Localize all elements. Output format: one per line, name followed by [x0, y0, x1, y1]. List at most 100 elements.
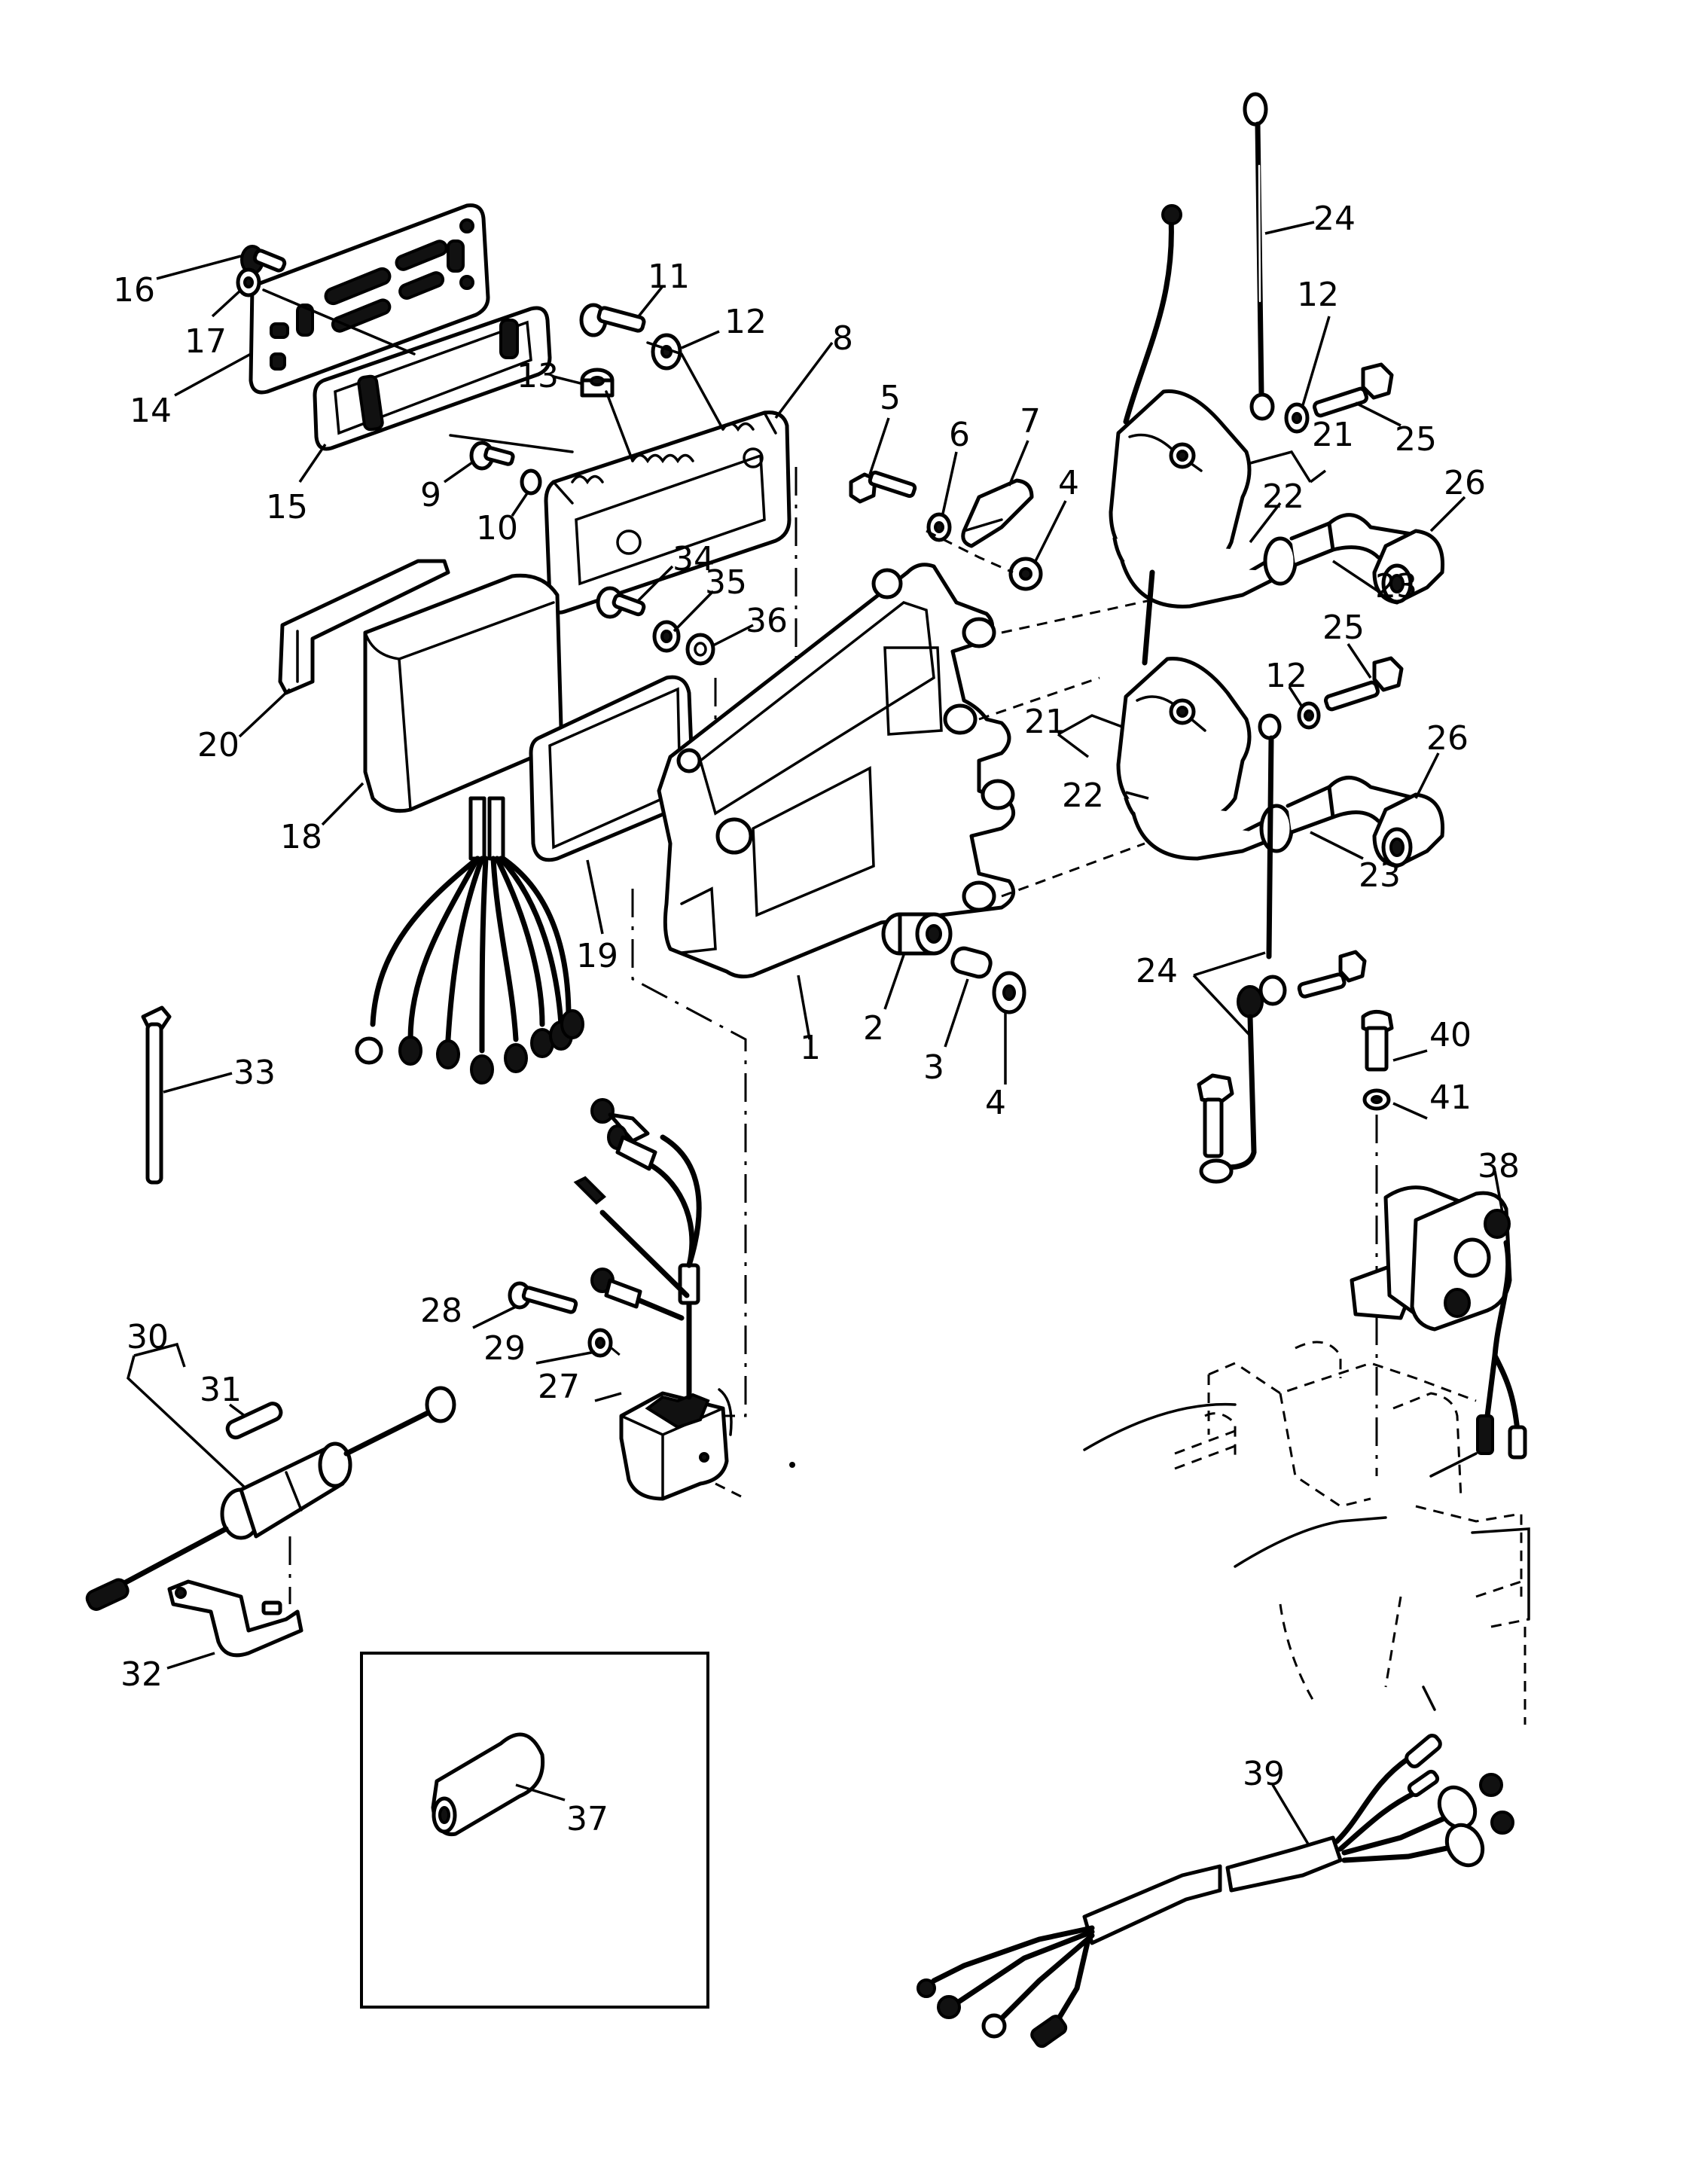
callout-5: 5	[880, 379, 901, 417]
lead-wire-24-upper	[1243, 92, 1275, 421]
leader-22b	[1125, 791, 1149, 800]
lead-wire-24-lower	[1199, 713, 1287, 1184]
leader-27	[594, 1392, 622, 1402]
callout-labels: 16 17 11 12 14 13 8 15 9 10 5 6 7 4 24 1…	[113, 200, 1520, 1838]
callout-15: 15	[266, 488, 308, 526]
grommet-2	[881, 912, 953, 956]
callout-37: 37	[566, 1800, 608, 1838]
holder-20	[278, 559, 450, 695]
callout-38: 38	[1478, 1147, 1520, 1185]
leader-40	[1392, 1049, 1428, 1062]
washer-12-mid	[1297, 701, 1321, 730]
callout-25: 25	[1395, 420, 1437, 459]
spark-plug-cap-26-upper	[1372, 529, 1445, 605]
speck	[789, 1462, 795, 1468]
callout-17: 17	[185, 322, 227, 361]
leader-11	[637, 285, 664, 318]
plug-lead-lower	[1124, 776, 1418, 861]
leader-32	[166, 1652, 215, 1670]
callout-4: 4	[1058, 464, 1079, 502]
bolt-40	[1361, 1010, 1394, 1072]
callout-22: 22	[1062, 776, 1104, 815]
bolt-28	[508, 1281, 578, 1314]
callout-12: 12	[1297, 276, 1339, 314]
washer-29	[587, 1328, 613, 1358]
leader-14	[174, 352, 252, 397]
leader-8	[774, 341, 834, 419]
leader-25b	[1347, 643, 1372, 679]
callout-39: 39	[1243, 1755, 1285, 1793]
callout-21: 21	[1312, 416, 1354, 454]
leader-21a	[1249, 450, 1327, 484]
callout-29: 29	[483, 1329, 526, 1368]
callout-32: 32	[120, 1655, 163, 1694]
bracket-1	[657, 563, 1016, 979]
callout-24: 24	[1136, 952, 1178, 990]
starter-relay-38	[1350, 1185, 1527, 1460]
leader-12	[681, 330, 720, 349]
washer-17	[236, 267, 261, 297]
cdi-terminals	[355, 1009, 584, 1085]
leader-29	[535, 1350, 596, 1365]
leader-36	[711, 624, 754, 648]
callout-41: 41	[1429, 1078, 1472, 1117]
washer-6	[926, 512, 952, 542]
callout-21: 21	[1024, 703, 1066, 741]
cap-37	[431, 1732, 545, 1837]
coil-lead-upper	[1123, 215, 1174, 425]
rectifier-wiring	[573, 1098, 702, 1400]
cdi-wiring	[370, 796, 572, 1054]
callout-27: 27	[538, 1368, 580, 1406]
screw-34	[596, 586, 646, 619]
leader-12c	[1288, 686, 1304, 709]
washer-10	[520, 468, 542, 496]
leader-7	[1008, 440, 1029, 487]
callout-26: 26	[1426, 719, 1469, 758]
bolt-25-mid	[1323, 656, 1404, 712]
leader-24a	[1264, 221, 1315, 235]
leader-18	[321, 782, 364, 826]
washer-41	[1362, 1088, 1391, 1111]
leader-15	[298, 444, 327, 483]
bolt-vertical-24	[1197, 1073, 1234, 1158]
cover-8	[544, 410, 791, 615]
callout-24: 24	[1313, 200, 1356, 238]
callout-3: 3	[923, 1048, 944, 1087]
callout-19: 19	[576, 937, 618, 975]
callout-10: 10	[476, 509, 518, 548]
callout-12: 12	[1265, 657, 1307, 695]
fuse-31	[225, 1402, 283, 1440]
bolt-11	[579, 303, 646, 337]
callout-26: 26	[1444, 464, 1486, 502]
callout-22: 22	[1262, 477, 1304, 516]
leader-33	[163, 1072, 233, 1094]
engine-block-outline	[1083, 1341, 1530, 1725]
callout-40: 40	[1429, 1016, 1472, 1054]
callout-7: 7	[1020, 402, 1041, 441]
leader-21b	[1057, 714, 1123, 758]
leader-20	[238, 688, 291, 738]
leader-34	[635, 565, 674, 604]
callout-28: 28	[420, 1292, 462, 1330]
bolt-5	[849, 470, 917, 504]
callout-16: 16	[113, 271, 155, 310]
collar-36	[685, 633, 715, 666]
leader-35	[673, 590, 715, 633]
bolt-25-upper	[1312, 362, 1394, 418]
callout-18: 18	[280, 818, 322, 856]
leader-26b	[1414, 752, 1440, 799]
gasket-15	[313, 306, 552, 451]
callout-9: 9	[420, 476, 441, 514]
callout-23: 23	[1375, 567, 1417, 606]
leader-39	[1271, 1784, 1310, 1846]
callout-6: 6	[949, 416, 970, 454]
spark-plug-cap-26-lower	[1372, 792, 1445, 868]
leader-4a	[1034, 500, 1067, 562]
leader-12b	[1301, 316, 1331, 406]
callout-34: 34	[673, 540, 715, 578]
callout-23: 23	[1359, 856, 1401, 895]
callout-4: 4	[985, 1084, 1006, 1122]
leader-3	[944, 978, 969, 1048]
leader-26a	[1429, 496, 1466, 532]
